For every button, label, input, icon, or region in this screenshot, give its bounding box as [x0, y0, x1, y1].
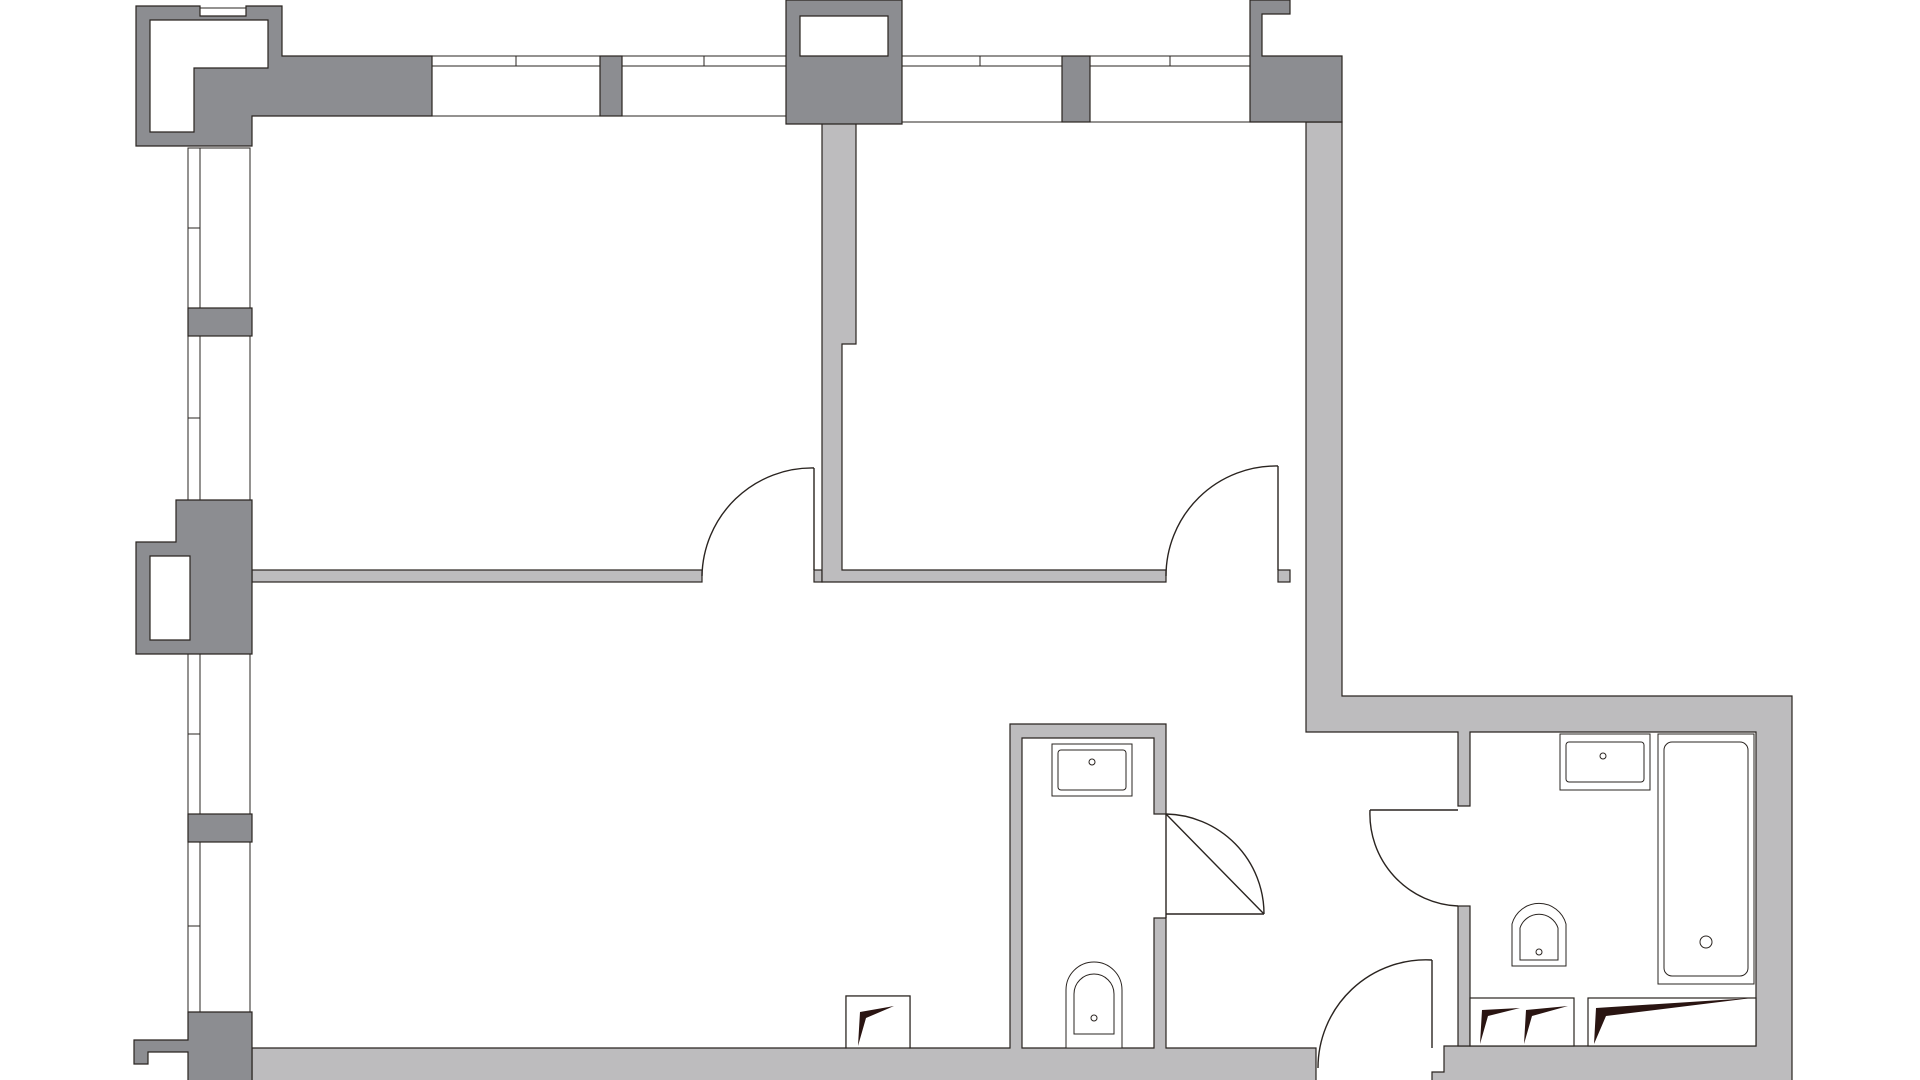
window-top-1	[431, 55, 601, 117]
closet-mark	[858, 1006, 894, 1046]
closet-mark	[1594, 998, 1752, 1044]
door-bedroom-2	[1165, 465, 1279, 577]
jamb-door-2	[1277, 569, 1291, 583]
pier-left-1	[187, 307, 253, 337]
pier-top-1	[599, 55, 623, 117]
wall-right-bathroom	[1305, 121, 1793, 1080]
closet-marks	[858, 998, 1752, 1046]
window-left-3	[187, 653, 251, 815]
interior-walls	[251, 115, 1793, 1080]
door-entrance	[1317, 959, 1433, 1069]
bay-left-mid	[135, 499, 253, 655]
wall-bathroom-lower	[1457, 905, 1471, 1047]
corner-top-right	[1249, 0, 1343, 123]
window-top-3	[897, 55, 1063, 123]
bay-top-mid	[785, 0, 903, 125]
door-wc	[1165, 813, 1265, 918]
window-left-4	[187, 841, 251, 1013]
window-top-2	[621, 55, 787, 117]
toilet-icon	[1065, 961, 1123, 1049]
closet-mark	[1480, 1008, 1520, 1044]
window-top-4	[1089, 55, 1251, 123]
bay-top-left	[135, 5, 433, 147]
door-bedroom-1	[701, 467, 815, 577]
sink-icon	[1559, 733, 1651, 791]
door-bathroom	[1369, 809, 1459, 907]
jamb-door-1	[813, 569, 823, 583]
corner-bottom-left	[133, 1011, 253, 1080]
toilet-icon	[1511, 902, 1567, 967]
bath-shelf-left	[1469, 997, 1575, 1047]
sink-icon	[1051, 743, 1133, 797]
fixtures	[1051, 733, 1755, 1049]
wall-between-bedrooms	[821, 115, 1167, 583]
wall-bedroom1-living	[251, 569, 703, 583]
pier-top-2	[1061, 55, 1091, 123]
window-left-1	[187, 147, 251, 309]
doors	[701, 465, 1459, 1069]
structural-walls	[133, 0, 1343, 1080]
wall-bottom	[251, 723, 1317, 1080]
closet-mark	[1524, 1006, 1568, 1044]
bay-glass-top-left	[199, 7, 247, 17]
window-left-2	[187, 335, 251, 501]
closet-niche	[845, 995, 911, 1049]
pier-left-3	[187, 813, 253, 843]
bathtub-icon	[1657, 733, 1755, 985]
windows	[137, 7, 1251, 1013]
